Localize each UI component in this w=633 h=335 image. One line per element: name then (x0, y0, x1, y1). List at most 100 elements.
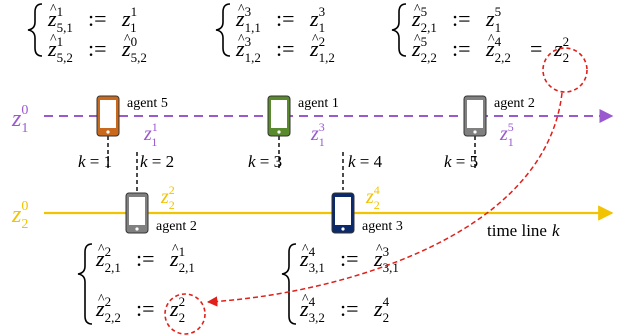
hat-symbol: ^ (312, 32, 319, 47)
left-brace (27, 3, 43, 57)
assign-operator: := (452, 36, 471, 61)
svg-text:z11: z11 (121, 4, 137, 35)
hat-symbol: ^ (238, 32, 245, 47)
svg-text:z22,2: z22,2 (95, 294, 121, 325)
svg-text:z15,2: z15,2 (47, 34, 73, 65)
svg-text:z31: z31 (309, 4, 325, 35)
assign-operator: := (136, 296, 155, 321)
svg-text:z12,1: z12,1 (169, 244, 195, 275)
svg-text:z31,1: z31,1 (235, 4, 261, 35)
smartphone-icon (267, 95, 291, 137)
hat-symbol: ^ (302, 242, 309, 257)
hat-symbol: ^ (488, 32, 495, 47)
equation-group-1 (27, 3, 43, 57)
hat-symbol: ^ (50, 2, 57, 17)
agent-label: agent 3 (362, 219, 403, 234)
propagation-arrow (206, 92, 563, 307)
left-brace (215, 3, 231, 57)
left-brace (391, 3, 407, 57)
svg-text:z42: z42 (373, 294, 390, 325)
agent-label: agent 2 (494, 96, 535, 111)
hat-symbol: ^ (238, 2, 245, 17)
svg-text:z52,1: z52,1 (411, 4, 437, 35)
hat-symbol: ^ (98, 292, 105, 307)
assign-operator: := (340, 296, 359, 321)
agent-label: agent 2 (156, 219, 197, 234)
svg-text:z43,2: z43,2 (299, 294, 325, 325)
equation-group-2 (215, 3, 231, 57)
hat-symbol: ^ (414, 32, 421, 47)
svg-text:z33,1: z33,1 (373, 244, 399, 275)
k-label: k = 4 (348, 152, 383, 171)
svg-text:z31,2: z31,2 (235, 34, 261, 65)
svg-text:z51: z51 (485, 4, 501, 35)
equation-group-3 (391, 3, 407, 57)
svg-text:z42,2: z42,2 (485, 34, 511, 65)
assign-operator: := (88, 36, 107, 61)
svg-text:z22: z22 (169, 294, 185, 325)
svg-text:z22: z22 (553, 34, 569, 65)
timeline-z1-label: z10 (11, 103, 28, 136)
k-label: k = 1 (78, 152, 112, 171)
hat-symbol: ^ (302, 292, 309, 307)
equation-group-5 (281, 243, 297, 325)
smartphone-icon (125, 192, 149, 234)
assign-operator: := (452, 6, 471, 31)
timeline-z2-label: z20 (11, 199, 28, 232)
highlight-circle-bottom (164, 293, 206, 335)
k-labels: k = 1 k = 2 k = 3 k = 4 k = 5 (78, 152, 478, 171)
hat-symbol: ^ (50, 32, 57, 47)
left-brace (281, 243, 297, 325)
svg-text:z21,2: z21,2 (309, 34, 335, 65)
hat-symbol: ^ (98, 242, 105, 257)
k-label: k = 5 (444, 152, 478, 171)
hat-symbol: ^ (124, 32, 131, 47)
smartphone-icon (96, 95, 120, 137)
k-label: k = 3 (248, 152, 282, 171)
svg-text:z22,1: z22,1 (95, 244, 121, 275)
left-brace (77, 243, 93, 325)
hat-symbol: ^ (172, 242, 179, 257)
agent-label: agent 5 (127, 96, 168, 111)
highlight-circle-top (542, 47, 588, 93)
assign-operator: := (276, 36, 295, 61)
svg-text:z15,1: z15,1 (47, 4, 73, 35)
agent-label: agent 1 (298, 96, 339, 111)
hat-symbol: ^ (376, 242, 383, 257)
assign-operator: := (136, 246, 155, 271)
svg-text:z05,2: z05,2 (121, 34, 147, 65)
hat-symbol: ^ (414, 2, 421, 17)
smartphone-icon (331, 192, 355, 234)
svg-text:z43,1: z43,1 (299, 244, 325, 275)
k-label: k = 2 (140, 152, 174, 171)
smartphone-icon (463, 95, 487, 137)
equals-sign: = (530, 36, 542, 61)
assign-operator: := (88, 6, 107, 31)
svg-text:z52,2: z52,2 (411, 34, 437, 65)
assign-operator: := (340, 246, 359, 271)
